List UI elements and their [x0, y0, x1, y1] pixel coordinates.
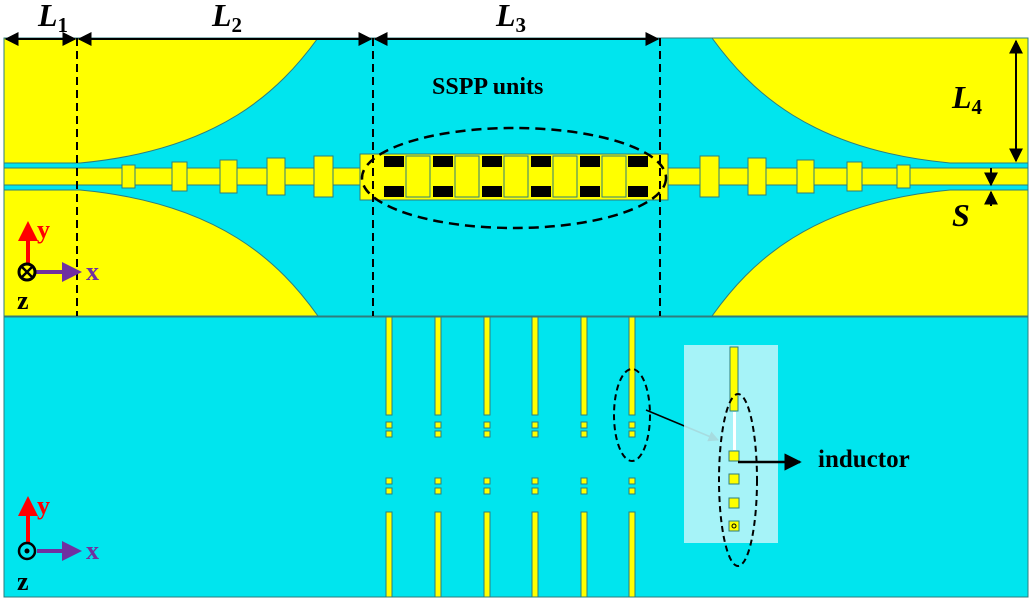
transition-grooves-left — [121, 155, 334, 198]
ground-plane-bottom-right — [711, 189, 1029, 317]
axis-indicator-bottom: y x z — [17, 491, 99, 596]
axis-x-label: x — [86, 257, 99, 286]
axis-y-label: y — [37, 215, 50, 244]
sspp-units-label: SSPP units — [432, 74, 543, 100]
bottom-substrate — [3, 316, 1029, 598]
axis-z-label: z — [17, 286, 29, 315]
strip-line — [385, 316, 393, 598]
transition-grooves-right — [699, 155, 911, 198]
L3-label: L3 — [495, 0, 526, 37]
strip-line — [580, 316, 588, 598]
ground-plane-top-left — [3, 37, 319, 164]
strip-line — [531, 316, 539, 598]
L2-label: L2 — [211, 0, 242, 37]
sspp-unit-cell — [384, 155, 431, 198]
axis-x-label: x — [86, 536, 99, 565]
inductor-zoom-inset: inductor — [684, 345, 910, 567]
top-view-panel: y x z — [3, 37, 1029, 317]
sspp-units-highlight-ellipse — [360, 126, 668, 230]
sspp-unit-cell — [580, 155, 627, 198]
strip-line — [483, 316, 491, 598]
strip-line — [434, 316, 442, 598]
bottom-view-panel: inductor y x z — [3, 316, 1029, 598]
S-label: S — [952, 197, 970, 233]
dimension-guide-lines — [76, 38, 661, 316]
axis-z-label: z — [17, 567, 29, 596]
inductor-label: inductor — [818, 446, 910, 473]
axis-y-label: y — [37, 491, 50, 520]
inductor-zoom-ellipse — [718, 393, 758, 567]
sspp-unit-cell — [531, 155, 578, 198]
sspp-unit-cell — [628, 156, 648, 197]
sspp-unit-cell — [482, 155, 529, 198]
ground-plane-bottom-left — [3, 189, 319, 317]
inductor-source-ellipse — [613, 368, 651, 462]
strip-line — [628, 316, 636, 598]
dimension-annotations: L1 L2 L3 L4 S SSPP units — [4, 0, 1023, 233]
ground-plane-top-right — [711, 37, 1029, 164]
sspp-unit-cell — [433, 155, 480, 198]
bottom-strip-lines — [385, 316, 636, 598]
L1-label: L1 — [37, 0, 68, 37]
sspp-units — [359, 126, 669, 230]
axis-indicator-top: y x z — [17, 215, 99, 315]
L4-label: L4 — [951, 79, 983, 119]
